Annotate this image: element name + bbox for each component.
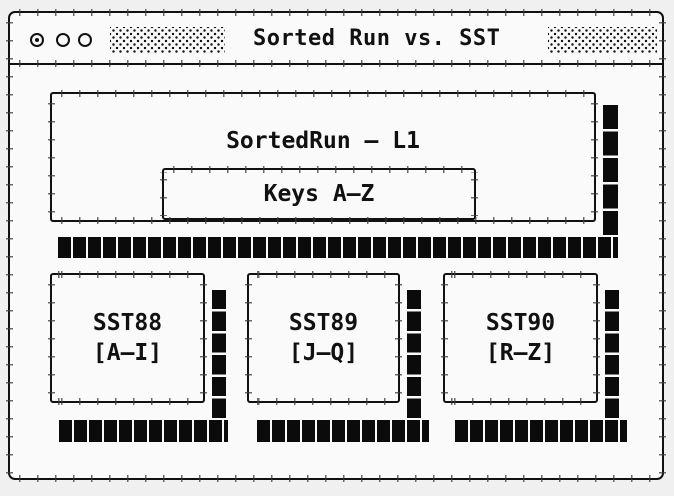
- border-tick-bottom: [251, 398, 396, 405]
- sortedrun-label: SortedRun – L1: [226, 128, 420, 154]
- sst90-box: SST90 [R–Z]: [441, 271, 600, 405]
- sst-key-range: [J–Q]: [288, 340, 359, 366]
- sst90-shadow-column: [605, 290, 619, 418]
- window-control-circle-icon[interactable]: [78, 33, 92, 47]
- border-tick-left: [48, 96, 55, 218]
- sortedrun-shadow-row: [58, 237, 618, 258]
- border-tick-left: [441, 277, 448, 399]
- border-tick-top: [166, 166, 472, 173]
- window-title: Sorted Run vs. SST: [253, 26, 501, 51]
- border-tick-left: [48, 277, 55, 399]
- border-tick-right: [591, 96, 598, 218]
- border-tick-right: [593, 277, 600, 399]
- halftone-pattern-right: [548, 27, 657, 53]
- border-tick-top: [447, 271, 594, 278]
- sst89-shadow-column: [407, 290, 421, 418]
- sst-key-range: [R–Z]: [485, 340, 556, 366]
- border-tick-bottom: [447, 398, 594, 405]
- border-tick-left: [245, 277, 252, 399]
- sst88-shadow-row: [59, 420, 228, 442]
- sst-name: SST89: [288, 310, 359, 336]
- border-tick-top: [54, 90, 592, 97]
- sst-name: SST90: [485, 310, 556, 336]
- border-tick-right: [200, 277, 207, 399]
- border-tick-bottom: [12, 60, 660, 67]
- sst88-box: SST88 [A–I]: [48, 271, 207, 405]
- sortedrun-box: SortedRun – L1 Keys A–Z: [48, 90, 598, 224]
- halftone-pattern-left: [110, 27, 225, 53]
- border-tick-top: [251, 271, 396, 278]
- border-tick-bottom: [54, 398, 201, 405]
- window-control-dot-circle-icon[interactable]: [30, 33, 44, 47]
- border-tick-bottom: [12, 475, 660, 482]
- window-titlebar: Sorted Run vs. SST: [10, 13, 662, 67]
- keys-box: Keys A–Z: [160, 166, 478, 220]
- border-tick-right: [395, 277, 402, 399]
- sst-key-range: [A–I]: [92, 340, 163, 366]
- sst88-shadow-column: [212, 290, 226, 418]
- sst89-shadow-row: [257, 420, 429, 442]
- app-window: Sorted Run vs. SST SortedRun – L1 Keys A…: [6, 9, 666, 482]
- border-tick-right: [659, 15, 666, 476]
- sortedrun-shadow-column: [603, 105, 618, 235]
- keys-label: Keys A–Z: [263, 181, 375, 207]
- window-control-circle-icon[interactable]: [56, 33, 70, 47]
- sst-name: SST88: [92, 310, 163, 336]
- sst90-shadow-row: [455, 420, 627, 442]
- sst89-box: SST89 [J–Q]: [245, 271, 402, 405]
- dot-icon: [35, 38, 39, 42]
- border-tick-left: [6, 15, 13, 476]
- border-tick-top: [54, 271, 201, 278]
